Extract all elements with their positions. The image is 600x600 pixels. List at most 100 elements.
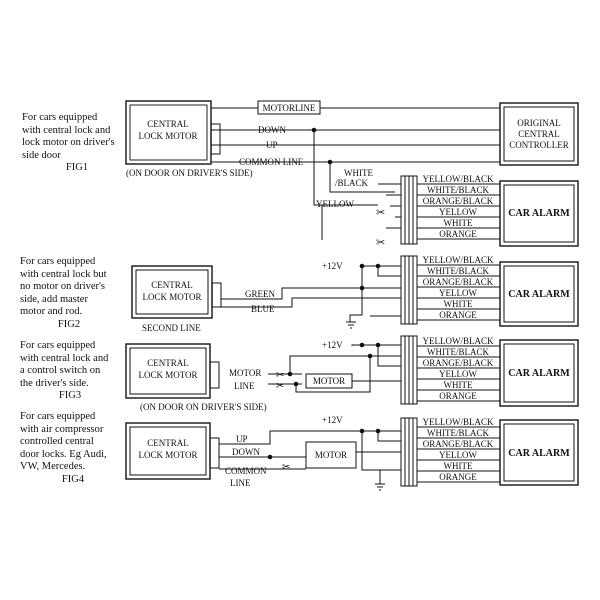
fig1-wire-orange-black: ORANGE/BLACK — [423, 196, 494, 206]
fig1-text: CENTRAL LOCK MOTOR MOTORLINE DOWN UP COM… — [126, 103, 570, 249]
fig4-description-line: with air compressor — [20, 423, 104, 435]
fig3-description-line: a control switch on — [20, 365, 101, 376]
fig1-cut-mark-1: ✂ — [376, 207, 385, 219]
fig4-car-alarm-box — [499, 419, 579, 486]
fig1-description-line: For cars equipped — [22, 112, 98, 123]
fig3-plus12v: +12V — [322, 340, 343, 350]
fig4-down-label: DOWN — [232, 447, 260, 457]
fig3-motor-box-line1: CENTRAL — [147, 358, 189, 368]
fig4-plus12v: +12V — [322, 415, 343, 425]
fig2-description-line: no motor on driver's — [20, 281, 106, 292]
fig2-description-line: For cars equipped — [20, 256, 96, 267]
fig2-motor-box-inner — [135, 269, 209, 315]
fig1-cut-mark-2: ✂ — [376, 237, 385, 249]
fig3-wire-orange: ORANGE — [439, 391, 477, 401]
fig4-description-line: door locks. Eg Audi, — [20, 448, 107, 460]
fig2-note: SECOND LINE — [142, 323, 201, 333]
fig2-diagram — [131, 255, 579, 329]
fig3-wire-yellow-black: YELLOW/BLACK — [423, 336, 494, 346]
fig3-description: For cars equipped with central lock and … — [20, 340, 120, 403]
fig1-white-black-label-2: /BLACK — [335, 178, 369, 188]
fig3-car-alarm-box-inner — [503, 343, 575, 403]
fig3-cut-mark-1: ✂ — [276, 370, 284, 381]
fig2-wire-white: WHITE — [444, 299, 473, 309]
fig2-description-line: with central lock but — [20, 268, 107, 280]
fig3-diagram — [125, 335, 579, 407]
fig1-note: (ON DOOR ON DRIVER'S SIDE) — [126, 168, 253, 178]
fig2-wire-orange-black: ORANGE/BLACK — [423, 277, 494, 287]
fig1-connector — [210, 123, 221, 155]
fig2-motor-box-line2: LOCK MOTOR — [142, 292, 201, 302]
fig1-up-label: UP — [266, 140, 278, 150]
fig4-diagram — [125, 417, 579, 491]
fig4-cut-mark: ✂ — [282, 462, 290, 473]
fig4-inner-motor-label: MOTOR — [315, 450, 347, 460]
fig4-wire-white-black: WHITE/BLACK — [427, 428, 489, 438]
fig4-common-label: COMMON — [225, 466, 267, 476]
fig2-connector — [211, 282, 222, 308]
fig4-label: FIG4 — [61, 473, 85, 485]
fig3-description-line: the driver's side. — [20, 377, 89, 389]
fig2-wire-yellow: YELLOW — [439, 288, 477, 298]
fig2-car-alarm-box-inner — [503, 265, 575, 323]
fig2-wire-orange: ORANGE — [439, 310, 477, 320]
fig3-connector — [209, 361, 220, 389]
fig3-description-line: with central lock and — [20, 352, 109, 364]
fig4-wire-white: WHITE — [444, 461, 473, 471]
fig4-description-line: controlled central — [20, 436, 94, 447]
fig3-wire-orange-black: ORANGE/BLACK — [423, 358, 494, 368]
fig4-description-line: For cars equipped — [20, 411, 96, 422]
fig3-car-alarm-box — [499, 339, 579, 407]
fig1-yellow-label: YELLOW — [316, 199, 354, 209]
fig1-controller-line1: ORIGINAL — [517, 118, 561, 128]
fig1-motor-box-inner — [129, 104, 208, 161]
fig1-down-label: DOWN — [258, 125, 286, 135]
fig4-motor-box-line2: LOCK MOTOR — [138, 450, 197, 460]
fig3-wire-white-black: WHITE/BLACK — [427, 347, 489, 357]
fig2-description-line: side, add master — [20, 293, 88, 305]
fig3-wire-white: WHITE — [444, 380, 473, 390]
fig1-motor-box-line2: LOCK MOTOR — [138, 131, 197, 141]
fig4-text: CENTRAL LOCK MOTOR UP DOWN COMMON LINE M… — [138, 415, 570, 488]
fig1-diagram — [125, 100, 579, 247]
fig3-cut-mark-2: ✂ — [276, 381, 284, 392]
fig3-motor-box-inner — [129, 347, 207, 395]
fig1-wire-white-black: WHITE/BLACK — [427, 185, 489, 195]
fig1-dots — [311, 127, 333, 165]
fig3-car-alarm-label: CAR ALARM — [508, 368, 570, 379]
fig2-car-alarm-box — [499, 261, 579, 327]
fig3-label: FIG3 — [58, 390, 82, 401]
fig4-car-alarm-label: CAR ALARM — [508, 448, 570, 459]
fig1-controller-line3: CONTROLLER — [509, 140, 569, 150]
fig4-motor-box-inner — [129, 426, 207, 476]
fig2-motor-box-line1: CENTRAL — [151, 280, 193, 290]
fig4-description-line: VW, Mercedes. — [20, 461, 86, 472]
fig2-dots — [359, 263, 381, 291]
fig3-motor-label: MOTOR — [229, 368, 261, 378]
fig1-common-label: COMMON LINE — [239, 157, 304, 167]
fig1-description-line: with central lock and — [22, 124, 111, 136]
fig4-wire-yellow: YELLOW — [439, 450, 477, 460]
fig2-wire-yellow-black: YELLOW/BLACK — [423, 255, 494, 265]
fig4-wire-orange: ORANGE — [439, 472, 477, 482]
fig2-label: FIG2 — [57, 318, 81, 330]
fig1-controller-box — [499, 102, 579, 166]
fig3-note: (ON DOOR ON DRIVER'S SIDE) — [140, 402, 267, 412]
fig4-up-label: UP — [236, 434, 248, 444]
fig1-controller-box-inner — [503, 106, 575, 162]
fig4-wire-orange-black: ORANGE/BLACK — [423, 439, 494, 449]
fig4-inner-motor-box — [305, 441, 357, 469]
fig3-wire-yellow: YELLOW — [439, 369, 477, 379]
fig4-connector — [209, 437, 220, 469]
fig1-wire-yellow: YELLOW — [439, 207, 477, 217]
fig1-description-line: lock motor on driver's — [22, 137, 115, 148]
fig2-plus12v: +12V — [322, 261, 343, 271]
fig3-dots — [287, 342, 381, 387]
fig2-text: CENTRAL LOCK MOTOR GREEN BLUE SECOND LIN… — [142, 255, 570, 333]
fig4-wire-yellow-black: YELLOW/BLACK — [423, 417, 494, 427]
fig1-motor-box-line1: CENTRAL — [147, 119, 189, 129]
fig2-green-label: GREEN — [245, 289, 275, 299]
fig3-description-line: For cars equipped — [20, 340, 96, 351]
fig1-car-alarm-label: CAR ALARM — [508, 208, 570, 219]
